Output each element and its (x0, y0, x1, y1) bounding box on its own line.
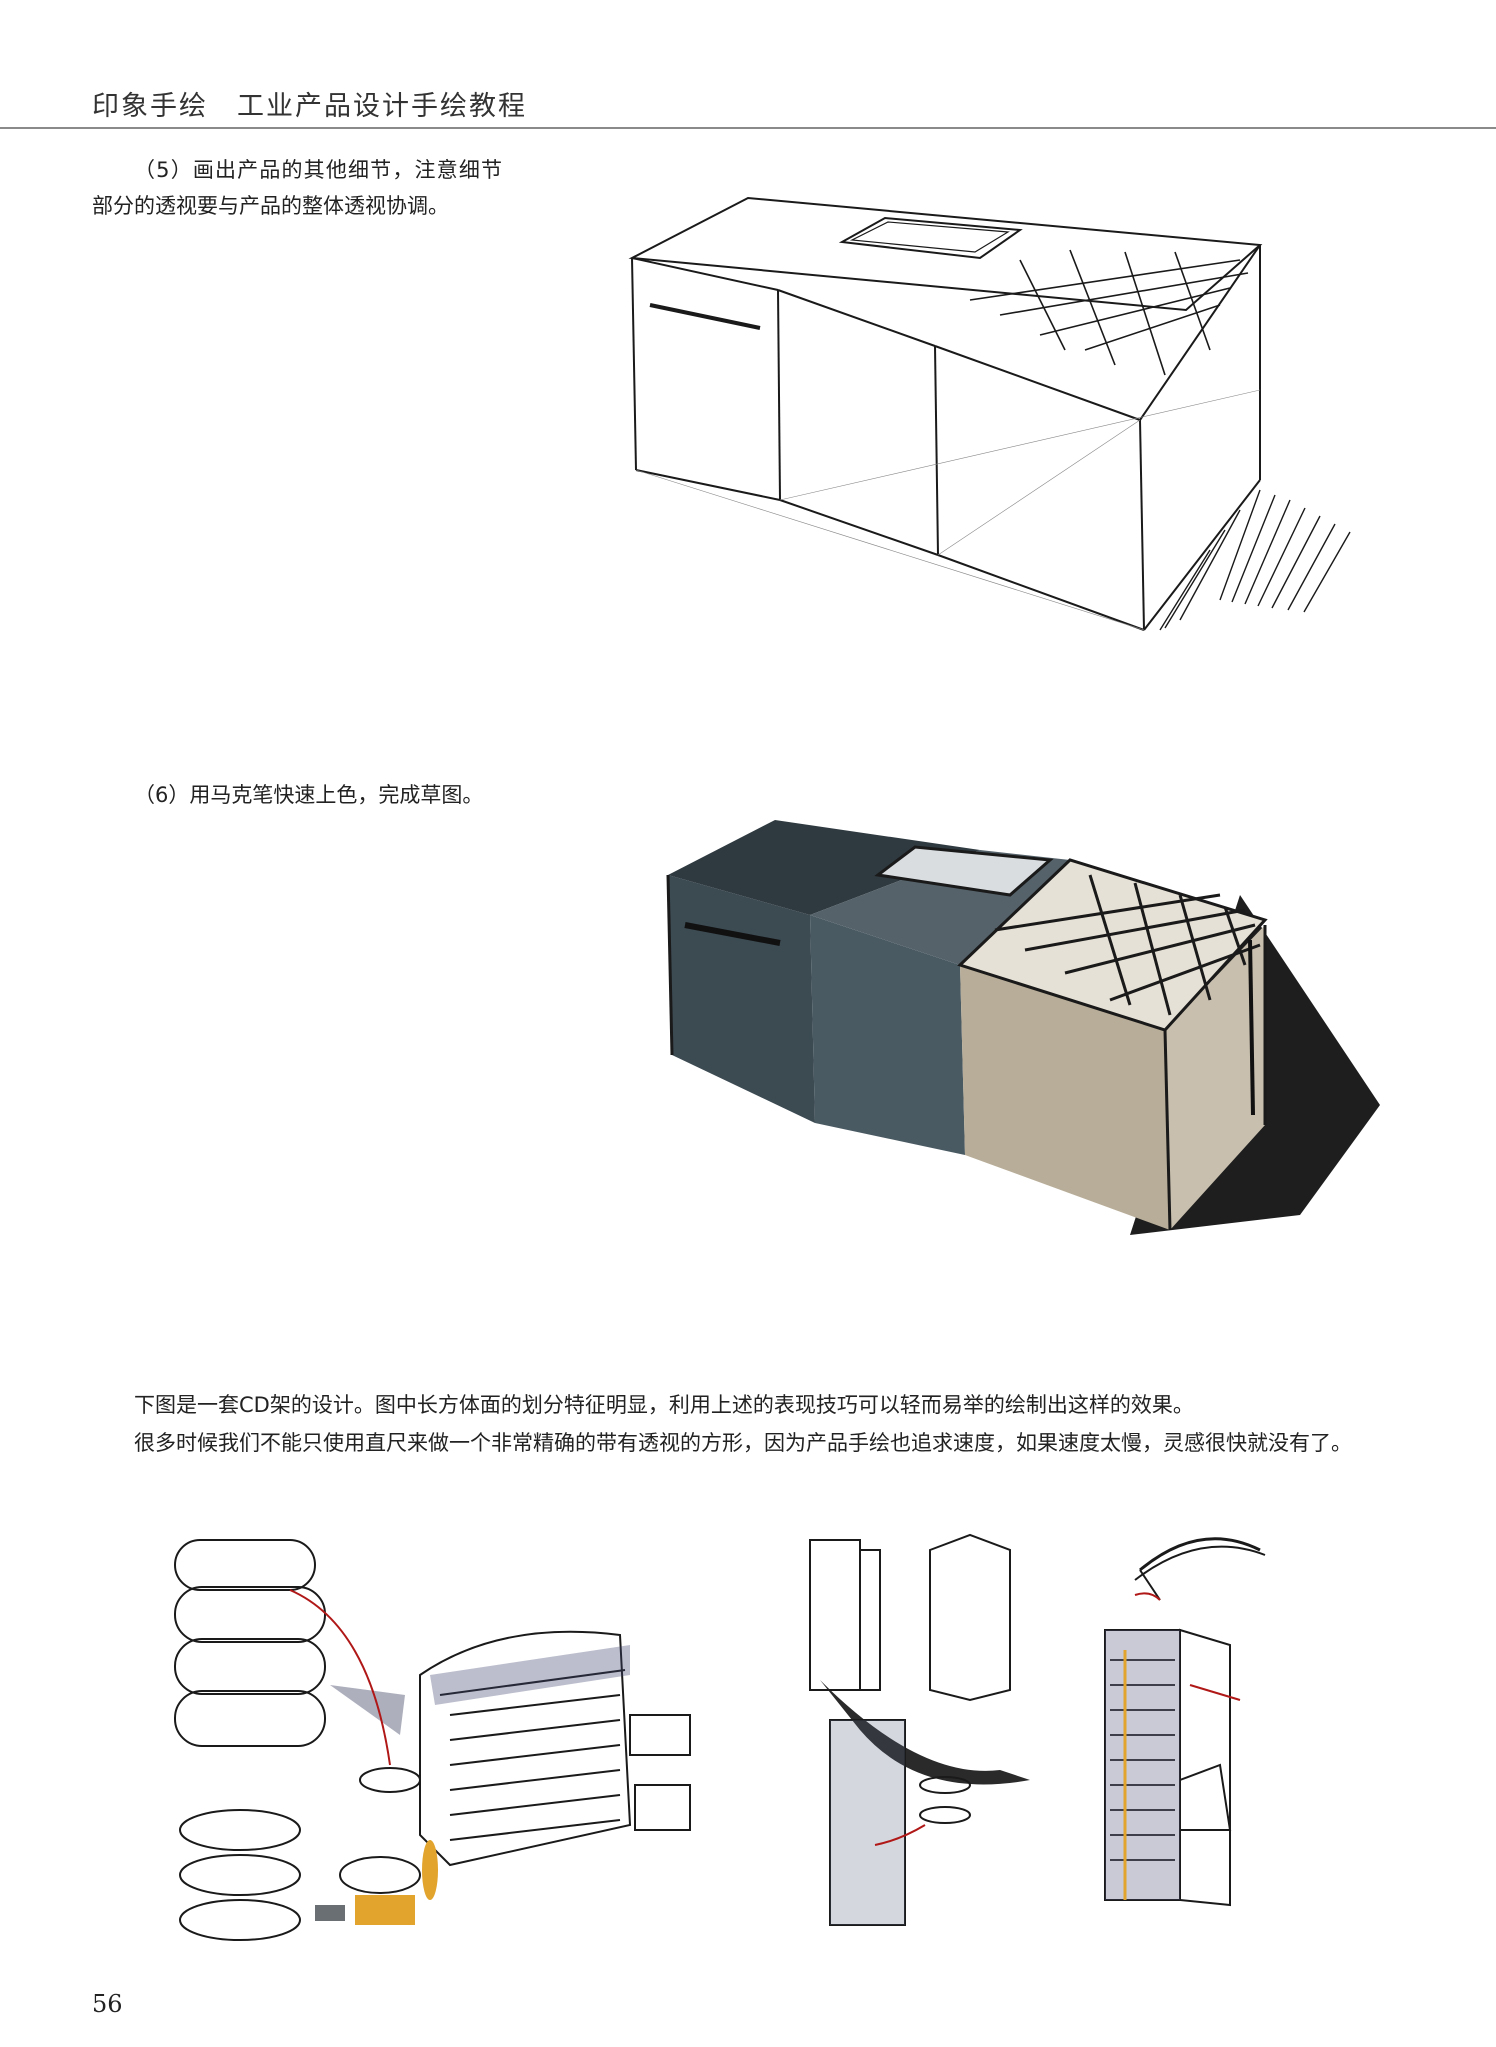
header-divider (0, 127, 1496, 129)
step-5-text: （5）画出产品的其他细节，注意细节部分的透视要与产品的整体透视协调。 (92, 158, 502, 218)
cd-rack-sketch-right (809, 1533, 1266, 1926)
paragraph-2: 很多时候我们不能只使用直尺来做一个非常精确的带有透视的方形，因为产品手绘也追求速… (134, 1431, 1352, 1455)
paragraph-1: 下图是一套CD架的设计。图中长方体面的划分特征明显，利用上述的表现技巧可以轻而易… (134, 1393, 1194, 1417)
colored-sketch-figure (666, 820, 1380, 1235)
line-sketch-figure (628, 196, 1351, 631)
step-6-text: （6）用马克笔快速上色，完成草图。 (134, 783, 484, 807)
book-title: 印象手绘 工业产品设计手绘教程 (92, 91, 527, 122)
cd-rack-sketch-left (174, 1539, 691, 1941)
page-number: 56 (92, 1990, 123, 2018)
